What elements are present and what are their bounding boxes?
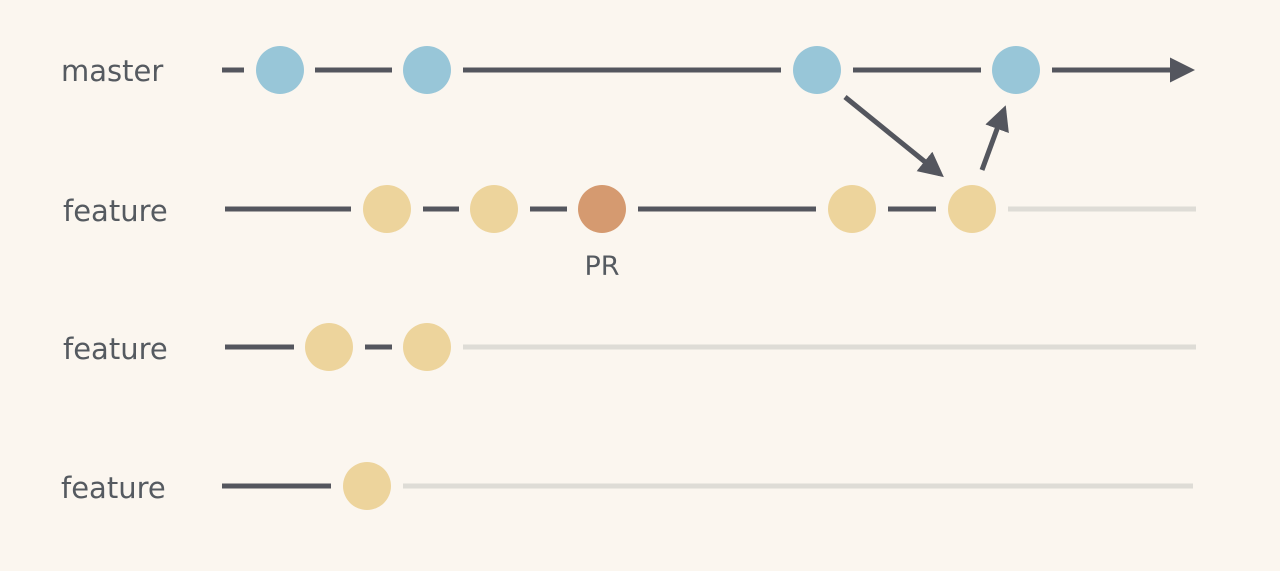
feature-commit: [948, 185, 996, 233]
feature-commit: [305, 323, 353, 371]
master-commit: [403, 46, 451, 94]
feature-commit: [343, 462, 391, 510]
master-commit: [793, 46, 841, 94]
branch-label-feature-2: feature: [63, 332, 168, 366]
branch-label-feature-3: feature: [61, 471, 166, 505]
pr-label: PR: [584, 251, 619, 282]
master-commit: [256, 46, 304, 94]
feature-commit: [470, 185, 518, 233]
pr-commit: [578, 185, 626, 233]
master-commit: [992, 46, 1040, 94]
feature-commit: [363, 185, 411, 233]
feature-commit: [828, 185, 876, 233]
feature-commit: [403, 323, 451, 371]
branch-label-master: master: [61, 54, 163, 88]
branch-label-feature-1: feature: [63, 194, 168, 228]
merge-arrow-master-to-feature: [843, 95, 944, 178]
merge-arrow-feature-to-master: [979, 105, 1009, 171]
